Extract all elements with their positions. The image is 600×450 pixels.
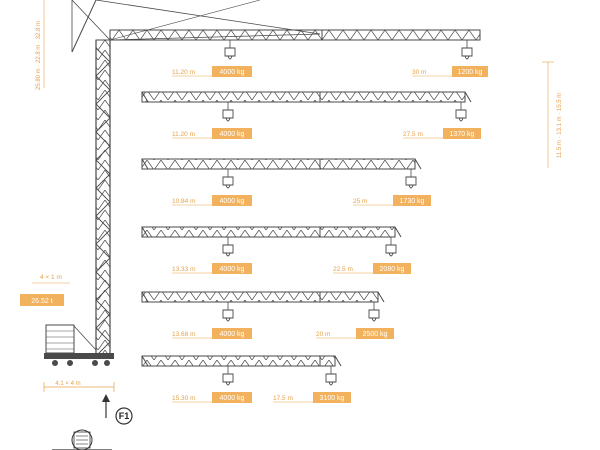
- hook-icon: [222, 109, 234, 122]
- near-dist-1: 11.20 m: [172, 131, 195, 138]
- hook-icon: [405, 176, 417, 189]
- counterweight-mass-box: [20, 294, 64, 306]
- jib-config-4: 13.68 m 4000 kg 20 m 2500 kg: [141, 291, 394, 339]
- hook-icon: [222, 176, 234, 189]
- near-load-box-1: [212, 128, 252, 139]
- top-far-load-box: [452, 66, 488, 77]
- foundation-plan: [52, 429, 112, 450]
- base-width-label: 4.1 × 4 m: [55, 381, 80, 387]
- far-dist-2: 25 m: [353, 198, 367, 205]
- near-dist-5: 15.30 m: [172, 395, 196, 402]
- far-dist-1: 27.5 m: [403, 131, 423, 138]
- ballast-base: [44, 324, 114, 366]
- f1-label: F1: [119, 411, 130, 421]
- near-load-3: 4000 kg: [220, 266, 245, 273]
- far-dist-3: 22.5 m: [333, 266, 353, 273]
- right-height-label: 11.5 m · 13.1 m · 15.5 m: [557, 93, 563, 158]
- top-far-load: 1200 kg: [458, 69, 483, 76]
- top-near-load: 4000 kg: [220, 69, 245, 76]
- jib-config-1: 11.20 m 4000 kg 27.5 m 1370 kg: [141, 91, 481, 139]
- near-dist-4: 13.68 m: [172, 331, 196, 338]
- hook-icon: [222, 309, 234, 322]
- near-load-box-3: [212, 263, 252, 274]
- near-load-box-4: [212, 328, 252, 339]
- near-load-box-5: [212, 392, 252, 403]
- near-dist-3: 13.33 m: [172, 266, 196, 273]
- far-load-2: 1730 kg: [400, 198, 425, 205]
- far-load-1: 1370 kg: [450, 131, 475, 138]
- left-height-dimension: 25.80 m · 22.8 m · 32.8 m: [36, 0, 45, 90]
- counterweight-dims: 4 × 1 m: [40, 274, 62, 281]
- near-load-5: 4000 kg: [220, 395, 245, 402]
- near-load-2: 4000 kg: [220, 198, 245, 205]
- far-load-3: 2080 kg: [380, 266, 405, 273]
- base-dimension: 4.1 × 4 m: [43, 381, 115, 392]
- top-near-dist: 11.20 m: [172, 69, 195, 76]
- far-load-box-2: [393, 195, 431, 206]
- hook-icon: [222, 373, 234, 386]
- hook-icon: [222, 244, 234, 257]
- far-dist-5: 17.5 m: [273, 395, 293, 402]
- far-load-box-1: [443, 128, 481, 139]
- top-near-load-box: [212, 66, 252, 77]
- near-dist-2: 10.84 m: [172, 198, 196, 205]
- far-load-box-3: [373, 263, 411, 274]
- jib-configurations: 11.20 m 4000 kg 27.5 m 1370 kg 10.84 m 4000 k…: [141, 91, 481, 403]
- far-load-4: 2500 kg: [363, 331, 388, 338]
- near-load-box-2: [212, 195, 252, 206]
- force-f1: F1: [102, 394, 133, 425]
- hook-icon: [368, 309, 380, 322]
- far-dist-4: 20 m: [316, 331, 330, 338]
- counterweight-mass: 26.52 t: [31, 298, 52, 305]
- jib-config-3: 13.33 m 4000 kg 22.5 m 2080 kg: [141, 226, 411, 274]
- right-height-dimension: 11.5 m · 13.1 m · 15.5 m: [542, 61, 563, 168]
- far-load-box-4: [356, 328, 394, 339]
- near-load-1: 4000 kg: [220, 131, 245, 138]
- near-load-4: 4000 kg: [220, 331, 245, 338]
- counterweight-labels: 4 × 1 m 26.52 t: [20, 274, 70, 306]
- f1-circle: [115, 407, 133, 425]
- hook-icon: [385, 244, 397, 257]
- top-far-dist: 30 m: [412, 69, 426, 76]
- jib-config-5: 15.30 m 4000 kg 17.5 m 3100 kg: [141, 355, 351, 403]
- far-load-5: 3100 kg: [320, 395, 345, 402]
- crane-mast: [95, 39, 111, 359]
- top-jib: 11.20 m 4000 kg 30 m 1200 kg: [109, 29, 488, 77]
- left-height-label: 25.80 m · 22.8 m · 32.8 m: [36, 21, 42, 90]
- far-load-box-5: [313, 392, 351, 403]
- hook-icon: [325, 373, 337, 386]
- hook-icon: [455, 109, 467, 122]
- jib-config-2: 10.84 m 4000 kg 25 m 1730 kg: [141, 158, 431, 206]
